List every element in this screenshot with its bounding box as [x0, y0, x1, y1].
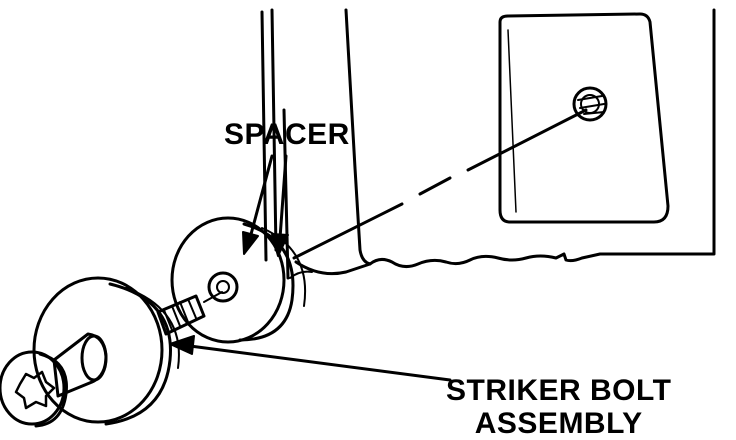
striker-bolt-assembly-label: STRIKER BOLT ASSEMBLY [446, 374, 671, 440]
spacer-arrow-left [242, 154, 274, 255]
alignment-line [292, 108, 588, 260]
spacer-arrow-right [271, 154, 289, 257]
spacer-label: SPACER [224, 118, 350, 151]
striker-label-line1: STRIKER BOLT [446, 374, 672, 407]
striker-arrow [169, 335, 452, 382]
leader-arrows [169, 154, 452, 382]
striker-label-line2: ASSEMBLY [474, 407, 643, 440]
spacer-washer [170, 216, 306, 344]
striker-bolt [0, 276, 223, 428]
